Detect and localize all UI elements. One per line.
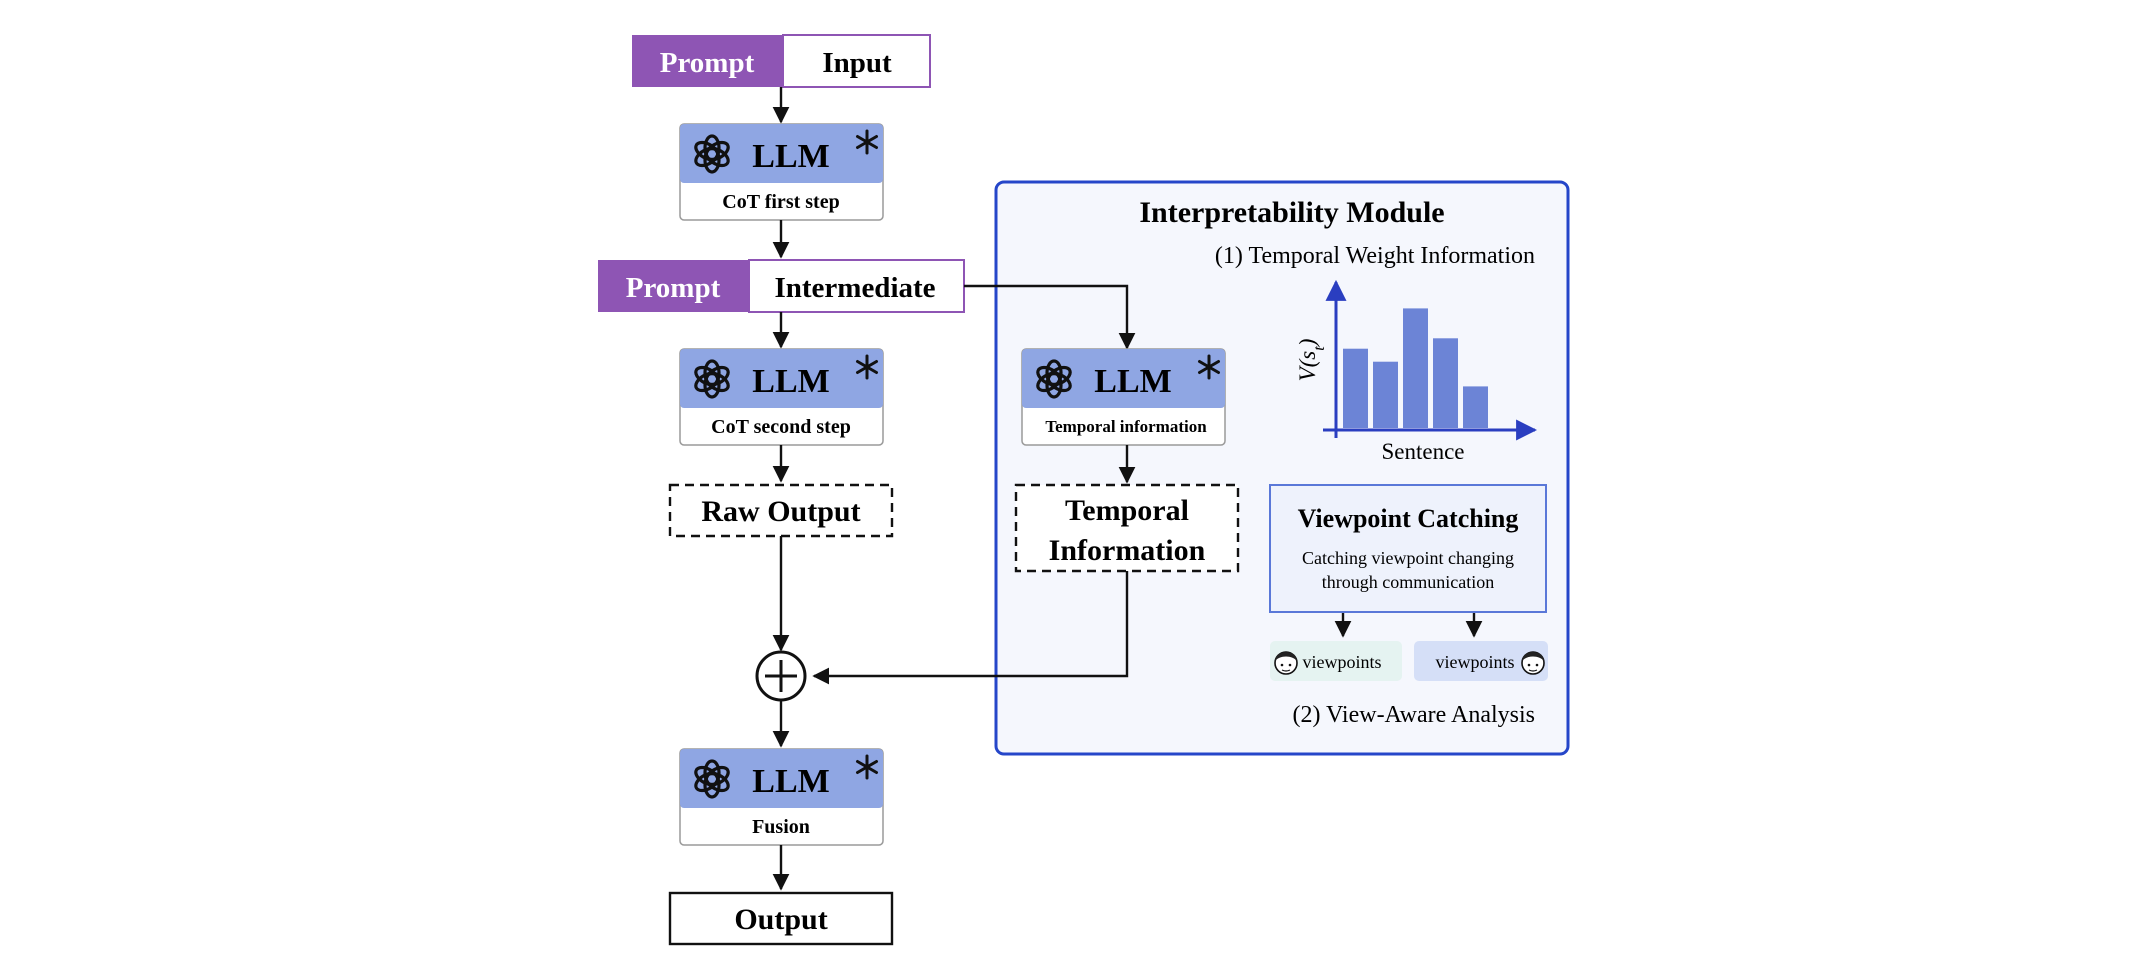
chart-bar-4 (1433, 338, 1458, 428)
temporal-information-box (1014, 483, 1240, 573)
plus-circle-icon (755, 650, 807, 702)
output-label: Output (734, 903, 827, 936)
llm-caption: Temporal information (1045, 417, 1207, 436)
raw-output-box (668, 483, 894, 538)
prompt-intermediate-box (748, 259, 965, 313)
viewpoint-desc-line1: Catching viewpoint changing (1302, 548, 1514, 568)
llm-title: LLM (1094, 363, 1171, 400)
llm-node-cot-second: LLM CoT second step (679, 348, 884, 446)
viewpoints-left-label: viewpoints (1303, 652, 1382, 672)
chart-bar-1 (1343, 348, 1368, 428)
chart-bar-3 (1403, 308, 1428, 428)
llm-node-cot-first: LLM CoT first step (679, 123, 884, 221)
llm-caption: CoT second step (711, 416, 851, 438)
viewpoints-right-label: viewpoints (1436, 652, 1515, 672)
llm-title: LLM (752, 763, 829, 800)
llm-node-fusion: LLM Fusion (679, 748, 884, 846)
prompt-intermediate-tag (598, 260, 749, 312)
output-box (668, 891, 894, 946)
prompt-intermediate-label: Intermediate (774, 272, 935, 304)
raw-output-label: Raw Output (701, 495, 860, 528)
viewpoint-desc-line2: through communication (1322, 572, 1494, 592)
view-aware-subtitle: (2) View-Aware Analysis (1292, 702, 1535, 728)
prompt-input-label: Input (822, 47, 892, 79)
viewpoint-catching-title: Viewpoint Catching (1298, 504, 1519, 533)
person-right-icon (1521, 651, 1545, 675)
person-left-icon (1274, 651, 1298, 675)
temporal-weight-chart: Sentence V(st) (1295, 279, 1538, 464)
viewpoint-catching-box (1269, 484, 1547, 613)
module-title: Interpretability Module (1139, 196, 1444, 229)
llm-title: LLM (752, 363, 829, 400)
viewpoints-pill-left (1270, 641, 1402, 681)
x-axis-label: Sentence (1381, 439, 1464, 464)
prompt-input-tag (632, 35, 783, 87)
temporal-info-line1: Temporal (1065, 494, 1189, 527)
chart-bar-5 (1463, 386, 1488, 428)
prompt-intermediate-tag-label: Prompt (626, 272, 721, 304)
llm-title: LLM (752, 138, 829, 175)
arrow-intermediate-to-llm3 (964, 284, 1136, 350)
arrow-temporal-info-to-fusion (812, 571, 1129, 685)
chart-bar-2 (1373, 361, 1398, 428)
prompt-input-box (782, 34, 931, 88)
llm-caption: CoT first step (722, 191, 839, 213)
viewpoints-pill-right (1414, 641, 1548, 681)
llm-node-temporal: LLM Temporal information (1021, 348, 1226, 446)
temporal-info-line2: Information (1049, 534, 1206, 567)
prompt-input-tag-label: Prompt (660, 47, 755, 79)
llm-caption: Fusion (752, 816, 810, 838)
temporal-weight-subtitle: (1) Temporal Weight Information (1215, 243, 1535, 269)
